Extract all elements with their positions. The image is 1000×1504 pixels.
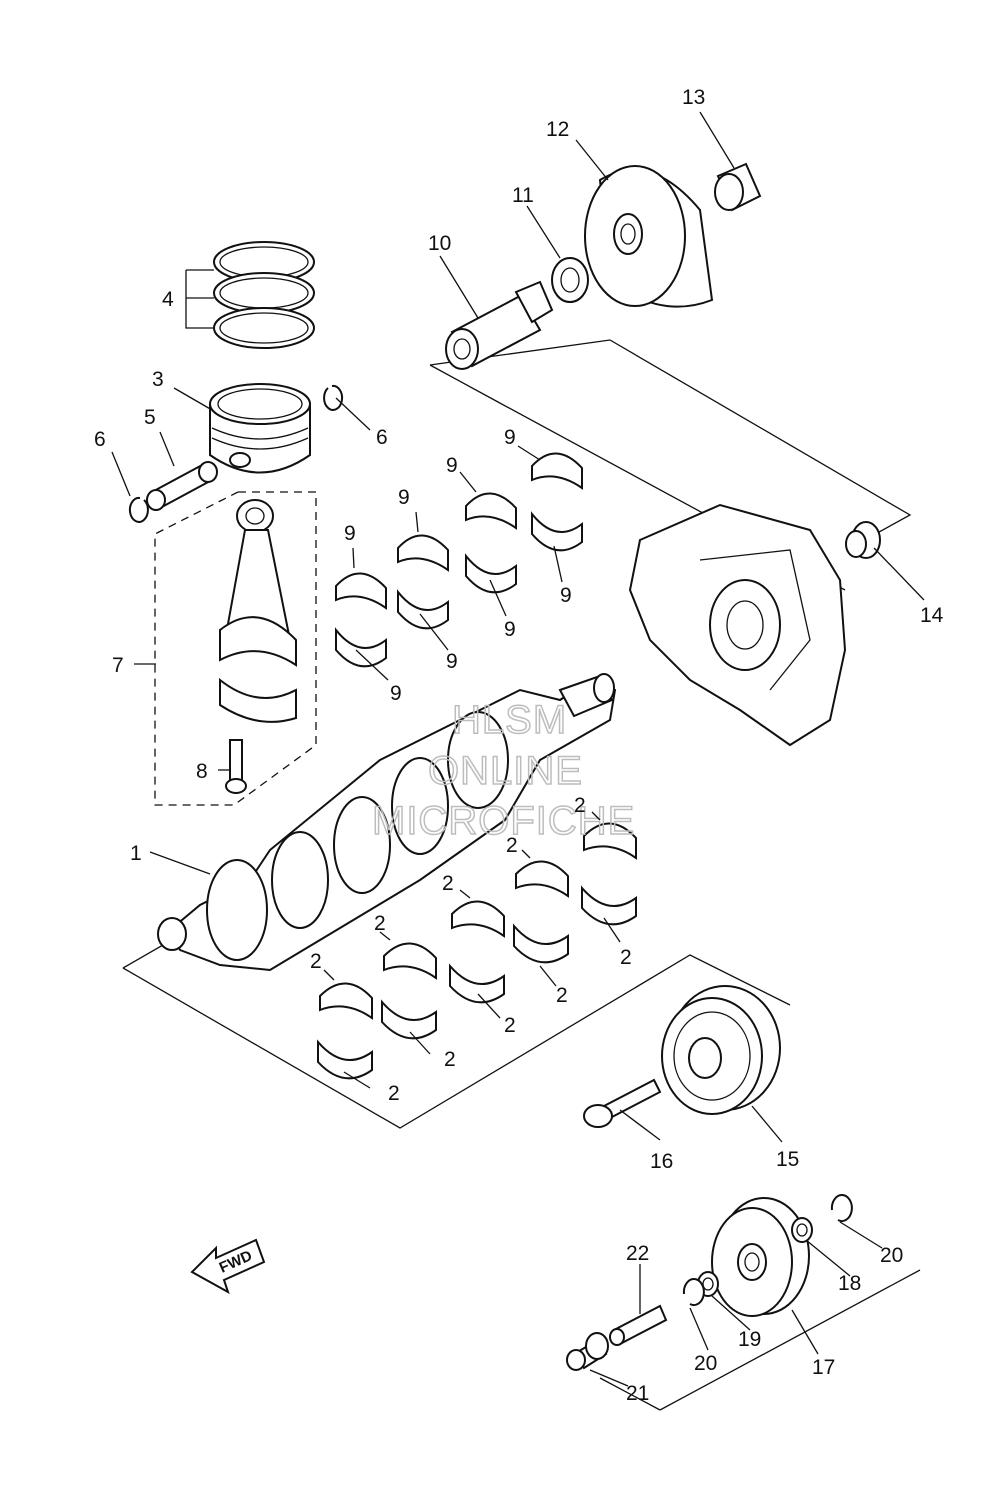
callout-4: 4 — [162, 288, 174, 311]
callout-8: 8 — [196, 760, 208, 783]
leader-lines — [111, 111, 925, 1387]
balancer-cap[interactable] — [714, 162, 762, 212]
forward-direction-arrow: FWD — [190, 1238, 266, 1295]
callout-17: 17 — [812, 1356, 835, 1379]
balancer-weight[interactable] — [584, 165, 714, 308]
callout-22: 22 — [626, 1242, 649, 1265]
callout-2-a: 2 — [388, 1082, 400, 1105]
crankcase-oil-seal[interactable] — [845, 521, 881, 559]
callout-9-h: 9 — [560, 584, 572, 607]
main-bearings[interactable] — [317, 822, 637, 1080]
callout-9-g: 9 — [504, 618, 516, 641]
callout-2-j: 2 — [620, 946, 632, 969]
callout-12: 12 — [546, 118, 569, 141]
callout-9-e: 9 — [390, 682, 402, 705]
callout-10: 10 — [428, 232, 451, 255]
assembly-frame-lines — [122, 339, 921, 1411]
callout-19: 19 — [738, 1328, 761, 1351]
callout-1: 1 — [130, 842, 142, 865]
idler-circlips[interactable] — [682, 1194, 853, 1306]
callout-13: 13 — [682, 86, 705, 109]
piston[interactable] — [209, 383, 311, 474]
watermark-line3: MICROFICHE — [372, 799, 635, 843]
callout-3: 3 — [152, 368, 164, 391]
callout-7: 7 — [112, 654, 124, 677]
callout-5: 5 — [144, 406, 156, 429]
callout-2-h: 2 — [504, 1014, 516, 1037]
connecting-rod-bolt[interactable] — [225, 739, 247, 794]
idler-gear[interactable] — [711, 1197, 810, 1317]
callout-20-left: 20 — [694, 1352, 717, 1375]
connecting-rod[interactable] — [219, 499, 297, 723]
callout-2-f: 2 — [574, 794, 586, 817]
callout-14: 14 — [920, 604, 944, 627]
idler-shaft[interactable] — [609, 1304, 668, 1346]
callout-2-g: 2 — [444, 1048, 456, 1071]
callout-6-right: 6 — [376, 426, 388, 449]
callout-2-e: 2 — [506, 834, 518, 857]
callout-15: 15 — [776, 1148, 799, 1171]
callout-9-f: 9 — [446, 650, 458, 673]
watermark-line1: HLSM — [452, 698, 567, 742]
balancer-shaft[interactable] — [445, 280, 554, 370]
callout-16: 16 — [650, 1150, 673, 1173]
callout-2-b: 2 — [310, 950, 322, 973]
idler-bushing[interactable] — [566, 1332, 609, 1371]
watermark: HLSM ONLINE MICROFICHE — [371, 697, 635, 844]
callout-2-c: 2 — [374, 912, 386, 935]
crankshaft[interactable] — [157, 673, 617, 972]
idler-washer[interactable] — [791, 1217, 813, 1243]
callout-2-i: 2 — [556, 984, 568, 1007]
drive-gear-bolt[interactable] — [583, 1078, 662, 1128]
callout-2-d: 2 — [442, 872, 454, 895]
callout-21: 21 — [626, 1382, 649, 1405]
callout-numbers: 1 2 2 2 2 2 2 2 2 2 2 3 4 5 6 6 7 8 9 9 … — [94, 86, 944, 1405]
piston-pin[interactable] — [146, 461, 218, 511]
thrust-washer[interactable] — [551, 257, 589, 303]
connecting-rod-bearings[interactable] — [335, 452, 583, 668]
callout-11: 11 — [512, 184, 534, 207]
callout-18: 18 — [838, 1272, 861, 1295]
crankcase-cover — [628, 503, 847, 747]
callout-9-c: 9 — [446, 454, 458, 477]
piston-pin-circlips[interactable] — [128, 384, 344, 523]
drive-gear[interactable] — [661, 985, 781, 1115]
callout-9-b: 9 — [398, 486, 410, 509]
callout-6-left: 6 — [94, 428, 106, 451]
piston-rings[interactable] — [213, 241, 315, 349]
watermark-line2: ONLINE — [428, 749, 583, 793]
callout-9-a: 9 — [344, 522, 356, 545]
callout-20-right: 20 — [880, 1244, 903, 1267]
callout-9-d: 9 — [504, 426, 516, 449]
